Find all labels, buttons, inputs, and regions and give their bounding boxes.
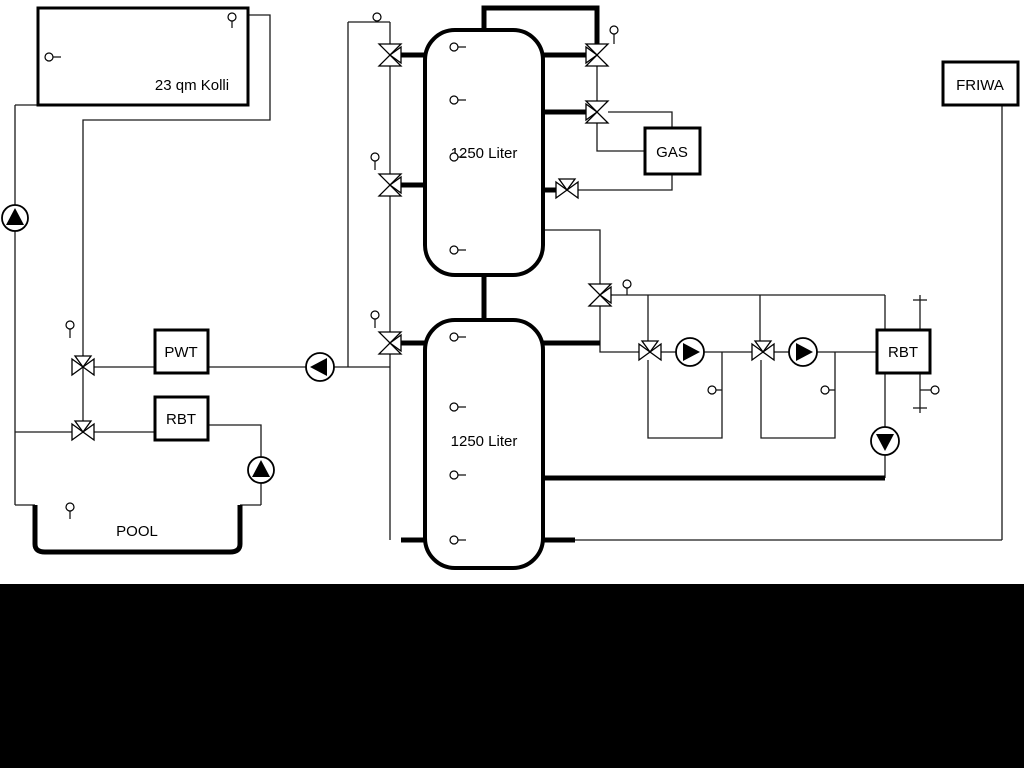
buffer-tank-top [423,28,545,277]
sensor-icon-pwt-line [65,320,75,338]
three-way-valve-icon-heating-circuit-1 [638,340,662,362]
sensor-icon-valve-column-top [372,12,382,22]
three-way-valve-icon-pwt-branch [71,355,95,377]
pump-icon-pwt [305,352,335,382]
rbt-right-box [875,328,932,375]
sensor-icon-tank2-4 [449,535,466,545]
sensor-icon-valve-low [370,310,380,328]
friwa-box [941,60,1020,107]
sensor-icon-collector-left [44,52,61,62]
sensor-icon-tank1-4 [449,245,466,255]
three-way-valve-icon-tank2-top-left [377,331,403,355]
sensor-icon-circuit-2 [820,385,835,395]
collector-label: 23 qm Kolli [155,77,229,94]
pool-basin [32,505,243,555]
rbt-right-label: RBT [888,344,918,361]
sensor-icon-tank2-3 [449,470,466,480]
pump-icon-circuit-2 [788,337,818,367]
pump-icon-solar [1,204,29,232]
pipes-thick [401,5,885,543]
three-way-valve-icon-distribution [587,283,613,307]
gas-boiler-box [643,126,702,176]
sensor-icon-distribution-valve [622,279,632,295]
friwa-label: FRIWA [956,77,1004,94]
gas-label: GAS [656,144,688,161]
pwt-box [153,328,210,375]
sensor-icon-top-right [609,25,619,44]
bottom-mask [0,584,1024,768]
pump-icon-circuit-1 [675,337,705,367]
pool-label: POOL [116,523,158,540]
pipes-thin [14,14,1003,541]
three-way-valve-icon-gas-return [555,178,579,200]
pump-icon-rbt-right [870,426,900,456]
tank-top-label: 1250 Liter [451,145,518,162]
three-way-valve-icon-tank1-top-left [377,43,403,67]
three-way-valve-icon-tank1-mid-left [377,173,403,197]
sensor-icon-tank1-3 [449,152,466,162]
pwt-label: PWT [164,344,197,361]
tank-bottom-label: 1250 Liter [451,433,518,450]
three-way-valve-icon-tank1-top-right [584,43,610,67]
rbt-left-box [153,395,210,442]
sensor-icon-tank2-1 [449,332,466,342]
sensor-icon-tank1-1 [449,42,466,52]
sensor-icon-tank2-2 [449,402,466,412]
sensor-icon-pool [65,502,75,519]
three-way-valve-icon-pool-branch [71,420,95,442]
buffer-tank-bottom [423,318,545,570]
rbt-left-label: RBT [166,411,196,428]
sensor-icon-valve-mid [370,152,380,170]
pump-icon-pool [247,456,275,484]
sensor-icon-circuit-1 [707,385,722,395]
three-way-valve-icon-heating-circuit-2 [751,340,775,362]
sensor-icon-rbt-right [920,385,940,395]
sensor-icons [44,12,940,545]
sensor-icon-tank1-2 [449,95,466,105]
solar-collector-box [36,6,250,107]
three-way-valve-icon-gas-supply [584,100,610,124]
sensor-icon-collector-top [227,12,237,28]
